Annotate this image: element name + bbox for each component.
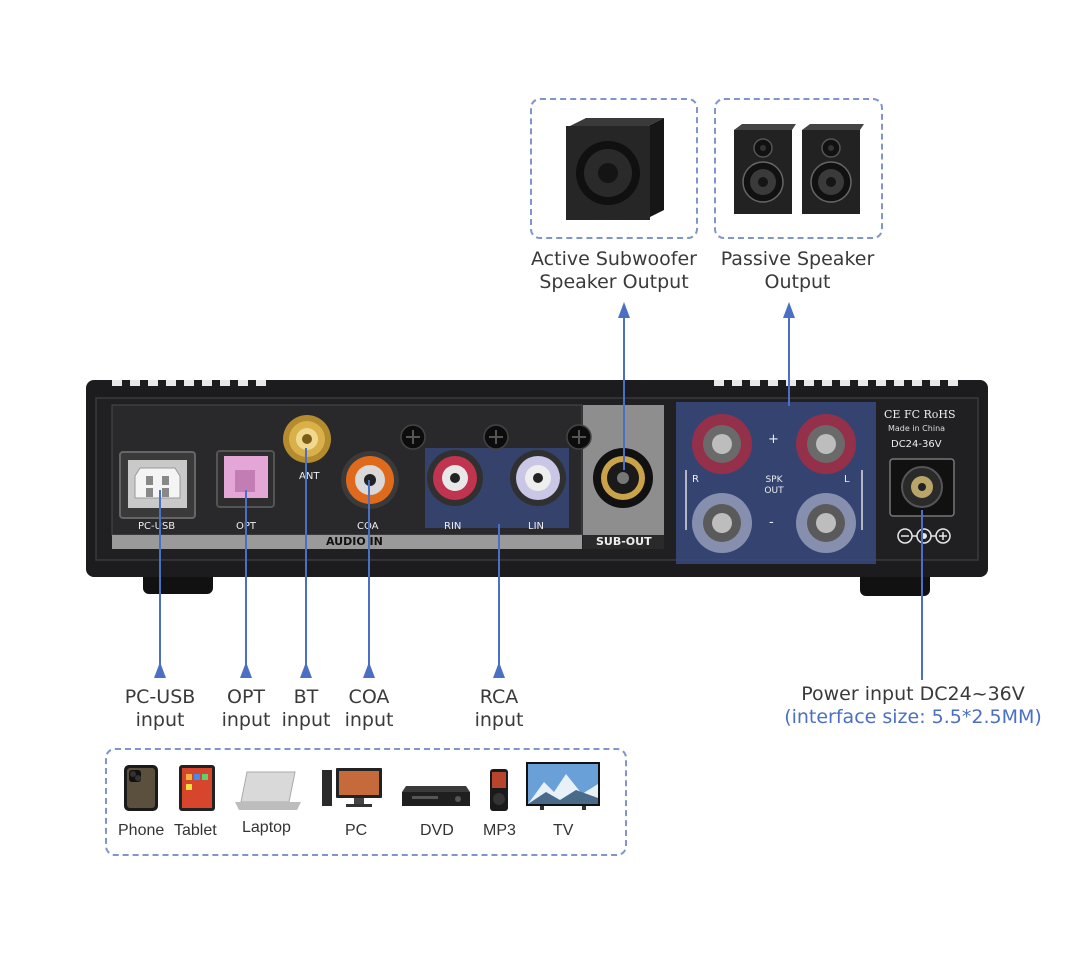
tv-icon [526,762,600,810]
panel-label-r: R [692,474,699,485]
device-label-dvd: DVD [420,822,454,839]
interface-size-note: (interface size: 5.5*2.5MM) [784,706,1042,728]
phone-icon [124,765,158,811]
passive-speaker-output-box [714,98,883,239]
panel-label-sub-out: SUB-OUT [596,535,652,548]
device-label-pc: PC [345,822,368,839]
panel-label-coa: COA [357,521,379,532]
source-devices-box [105,748,627,856]
subwoofer-output-box [530,98,698,239]
device-label-laptop: Laptop [242,819,291,836]
passive-speaker-output-label: Passive Speaker Output [720,248,875,293]
pc-icon [322,768,382,807]
mp3-player-icon [490,769,508,811]
certification-marks: CE FC RoHS [884,408,956,421]
device-label-mp3: MP3 [483,822,516,839]
dvd-player-icon [402,786,470,806]
panel-label-spk-out: SPK OUT [764,475,784,496]
panel-label-minus: - [769,515,774,530]
device-label-phone: Phone [118,822,165,839]
panel-label-l: L [844,474,850,485]
device-label-tablet: Tablet [174,822,217,839]
panel-label-ant: ANT [299,471,320,482]
subwoofer-icon [566,118,664,220]
panel-label-pc-usb: PC-USB [138,521,176,532]
panel-label-rin: RIN [444,521,462,532]
dc-rating-text: DC24-36V [891,439,942,450]
tablet-icon [179,765,215,811]
device-label-tv: TV [553,822,574,839]
made-in-china-text: Made in China [888,424,946,433]
power-input-label: Power input DC24~36V (interface size: 5.… [778,683,1048,729]
passive-speakers-icon [734,124,864,214]
subwoofer-output-label: Active Subwoofer Speaker Output [531,248,697,293]
laptop-icon [235,771,301,810]
panel-label-lin: LIN [528,521,545,532]
panel-label-plus: + [768,432,779,447]
